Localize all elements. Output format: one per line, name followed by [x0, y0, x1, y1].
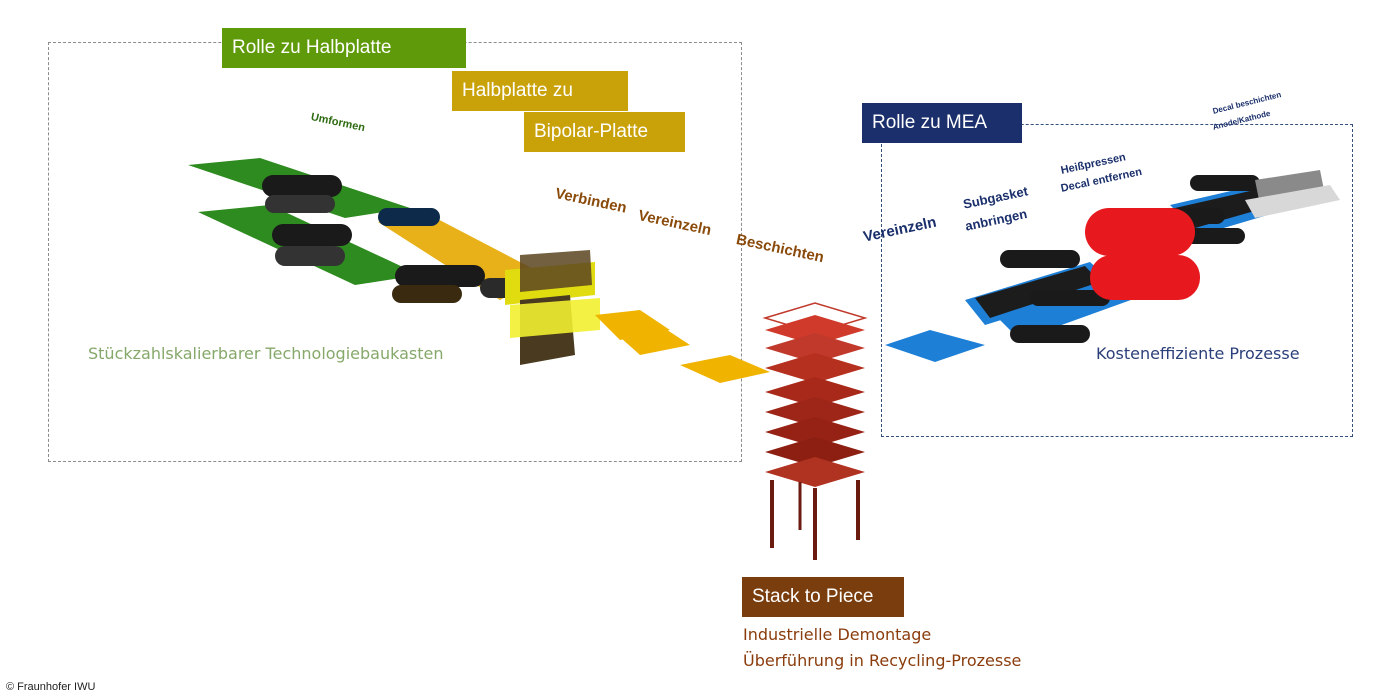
header-half-plate-to: Halbplatte zu [452, 71, 628, 111]
header-bipolar-plate: Bipolar-Platte [524, 112, 685, 152]
press-icon [505, 250, 600, 365]
grey-base-plate [1245, 185, 1340, 218]
sheet-icon [595, 310, 770, 383]
header-stack-to-piece: Stack to Piece [742, 577, 904, 617]
caption-technology-kit: Stückzahlskalierbarer Technologiebaukast… [88, 344, 444, 363]
caption-cost-efficient: Kosteneffiziente Prozesse [1096, 344, 1300, 363]
caption-dismantling: Industrielle Demontage [743, 625, 932, 644]
press-icon [1085, 208, 1200, 300]
caption-recycling: Überführung in Recycling-Prozesse [743, 651, 1022, 670]
stack-icon [762, 302, 868, 560]
blue-mea-strip-lower [885, 330, 985, 362]
copyright-notice: © Fraunhofer IWU [6, 681, 96, 693]
header-roll-to-half-plate: Rolle zu Halbplatte [222, 28, 466, 68]
mea-process-group [881, 124, 1353, 437]
header-roll-to-mea: Rolle zu MEA [862, 103, 1022, 143]
